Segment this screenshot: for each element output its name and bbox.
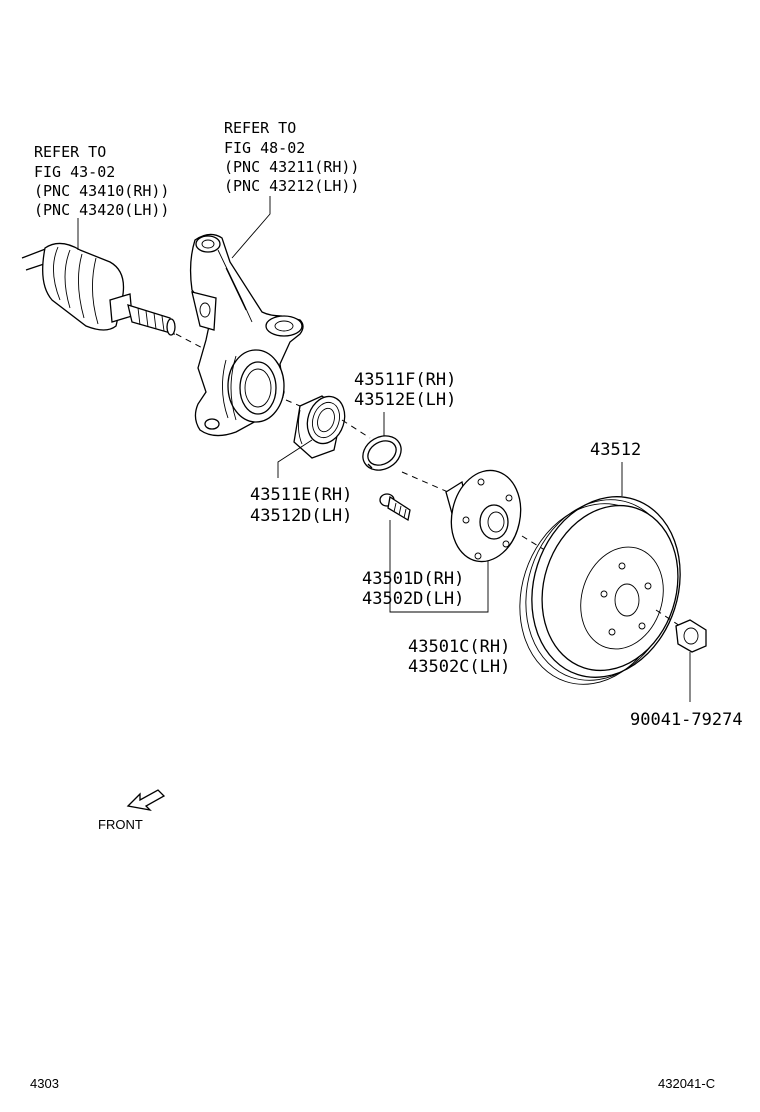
svg-text:(PNC 43420(LH)): (PNC 43420(LH)) xyxy=(34,201,169,219)
hub-bracket xyxy=(389,520,489,613)
label-bearing-rh: 43511E(RH) xyxy=(250,485,352,505)
svg-text:FIG 48-02: FIG 48-02 xyxy=(224,139,305,157)
front-label: FRONT xyxy=(98,817,143,832)
hub-bolt xyxy=(379,493,411,522)
hub-nut xyxy=(675,619,707,653)
drive-shaft xyxy=(21,242,211,353)
drive-shaft-reference: REFER TO FIG 43-02 (PNC 43410(RH)) (PNC … xyxy=(34,143,169,219)
label-rotor: 43512 xyxy=(590,440,641,460)
svg-text:(PNC 43211(RH)): (PNC 43211(RH)) xyxy=(224,158,359,176)
footer-right: 432041-C xyxy=(658,1076,715,1091)
label-hub-lh: 43502C(LH) xyxy=(408,657,510,677)
snap-ring xyxy=(362,435,402,471)
steering-knuckle xyxy=(189,233,304,437)
svg-text:(PNC 43212(LH)): (PNC 43212(LH)) xyxy=(224,177,359,195)
svg-text:REFER TO: REFER TO xyxy=(34,143,106,161)
footer-left: 4303 xyxy=(30,1076,59,1091)
label-hub-bolt-lh: 43502D(LH) xyxy=(362,589,464,609)
disc-rotor xyxy=(519,496,681,685)
label-snap-ring-rh: 43511F(RH) xyxy=(354,370,456,390)
label-snap-ring-lh: 43512E(LH) xyxy=(354,390,456,410)
bearing-leader xyxy=(277,439,313,478)
front-arrow-icon xyxy=(126,789,166,812)
knuckle-leader xyxy=(231,196,271,259)
knuckle-reference: REFER TO FIG 48-02 (PNC 43211(RH)) (PNC … xyxy=(224,119,359,195)
svg-text:(PNC 43410(RH)): (PNC 43410(RH)) xyxy=(34,182,169,200)
label-hub-rh: 43501C(RH) xyxy=(408,637,510,657)
svg-text:FIG 43-02: FIG 43-02 xyxy=(34,163,115,181)
label-nut: 90041-79274 xyxy=(630,710,743,730)
axle-hub xyxy=(445,469,549,563)
svg-text:REFER TO: REFER TO xyxy=(224,119,296,137)
label-hub-bolt-rh: 43501D(RH) xyxy=(362,569,464,589)
label-bearing-lh: 43512D(LH) xyxy=(250,506,352,526)
wheel-bearing xyxy=(293,395,346,459)
